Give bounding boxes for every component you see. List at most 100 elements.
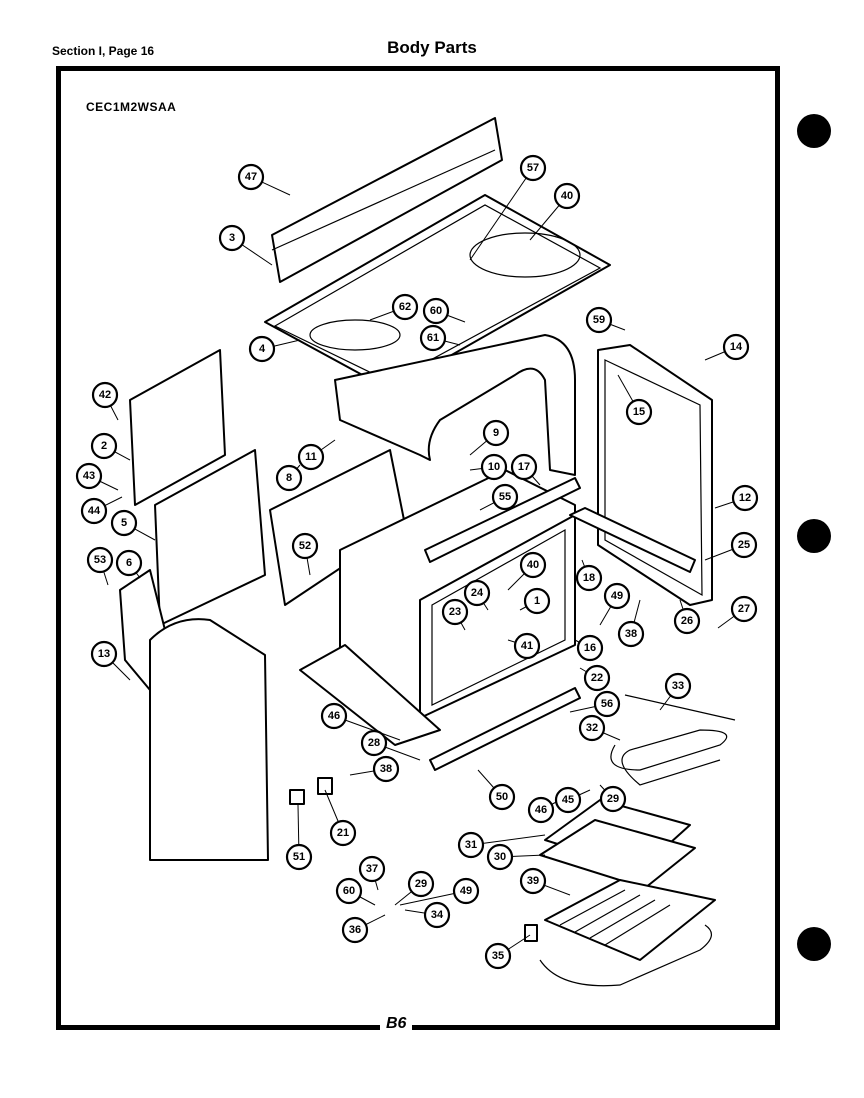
callout-bubble <box>599 785 627 813</box>
part-callout-38: 38 <box>349 755 400 783</box>
callout-bubble <box>488 783 516 811</box>
part-callout-23: 23 <box>441 598 469 631</box>
callout-number: 17 <box>518 461 530 473</box>
callout-bubble <box>603 582 631 610</box>
callout-number: 13 <box>98 648 110 660</box>
part-callout-10: 10 <box>469 453 508 481</box>
callout-bubble <box>110 509 138 537</box>
part-callout-41: 41 <box>507 632 541 660</box>
callout-number: 41 <box>521 640 533 652</box>
callout-number: 49 <box>611 590 623 602</box>
callout-number: 60 <box>430 305 442 317</box>
callout-number: 40 <box>527 559 539 571</box>
callout-bubble <box>372 755 400 783</box>
part-callout-45: 45 <box>554 786 591 814</box>
callout-number: 43 <box>83 470 95 482</box>
callout-bubble <box>86 546 114 574</box>
callout-bubble <box>585 306 613 334</box>
part-callout-49: 49 <box>599 582 631 626</box>
part-callout-30: 30 <box>486 843 546 871</box>
callout-number: 12 <box>739 492 751 504</box>
callout-bubble <box>91 381 119 409</box>
callout-number: 11 <box>305 451 317 463</box>
callout-bubble <box>320 702 348 730</box>
callout-bubble <box>484 942 512 970</box>
oven-rack-part <box>544 879 716 961</box>
callout-number: 29 <box>607 793 619 805</box>
callout-bubble <box>491 483 519 511</box>
callout-number: 57 <box>527 162 539 174</box>
part-callout-24: 24 <box>463 579 491 611</box>
callout-number: 23 <box>449 606 461 618</box>
callout-bubble <box>407 870 435 898</box>
callout-number: 55 <box>499 491 511 503</box>
part-callout-61: 61 <box>419 324 461 352</box>
part-callout-3: 3 <box>218 224 273 266</box>
callout-bubble <box>329 819 357 847</box>
binder-hole-top <box>797 114 831 148</box>
callout-bubble <box>275 464 303 492</box>
callout-number: 53 <box>94 554 106 566</box>
back-panel-part <box>271 117 503 283</box>
callout-bubble <box>457 831 485 859</box>
callout-bubble <box>673 607 701 635</box>
callout-bubble <box>452 877 480 905</box>
part-callout-56: 56 <box>569 690 621 718</box>
callout-bubble <box>482 419 510 447</box>
callout-bubble <box>576 634 604 662</box>
callout-bubble <box>441 598 469 626</box>
callout-bubble <box>285 843 313 871</box>
callout-bubble <box>519 551 547 579</box>
vent-trim-part <box>569 507 696 573</box>
upper-rail-part <box>424 477 581 563</box>
part-callout-43: 43 <box>75 462 119 491</box>
part-callout-57: 57 <box>469 154 547 261</box>
part-callout-29: 29 <box>599 784 627 813</box>
part-callout-18: 18 <box>575 559 603 592</box>
callout-bubble <box>583 664 611 692</box>
callout-number: 6 <box>126 557 132 569</box>
part-callout-9: 9 <box>469 419 510 456</box>
part-callout-33: 33 <box>659 672 692 711</box>
part-callout-27: 27 <box>717 595 758 629</box>
side-panel-part <box>154 449 266 626</box>
model-number: CEC1M2WSAA <box>86 100 177 114</box>
part-callout-60: 60 <box>335 877 376 906</box>
callout-bubble <box>218 224 246 252</box>
callout-bubble <box>731 484 759 512</box>
callout-bubble <box>513 632 541 660</box>
part-callout-31: 31 <box>457 831 546 859</box>
callout-bubble <box>75 462 103 490</box>
callout-number: 50 <box>496 791 508 803</box>
broiler-pan-part <box>539 819 696 889</box>
callout-bubble <box>391 293 419 321</box>
callout-number: 9 <box>493 427 499 439</box>
part-callout-52: 52 <box>291 532 319 576</box>
callout-bubble <box>291 532 319 560</box>
callout-bubble <box>730 531 758 559</box>
callout-number: 10 <box>488 461 500 473</box>
callout-number: 5 <box>121 517 127 529</box>
oven-wrap-part <box>334 334 576 476</box>
callout-number: 21 <box>337 827 349 839</box>
callout-number: 46 <box>535 804 547 816</box>
part-callout-55: 55 <box>479 483 519 511</box>
callout-bubble <box>480 453 508 481</box>
part-callout-28: 28 <box>360 729 421 761</box>
callout-number: 14 <box>730 341 743 353</box>
page-number: B6 <box>380 1015 413 1033</box>
callout-number: 36 <box>349 924 361 936</box>
part-callout-4: 4 <box>248 335 301 363</box>
part-callout-51: 51 <box>285 804 313 871</box>
part-callout-60: 60 <box>422 297 466 325</box>
callout-number: 39 <box>527 875 539 887</box>
callout-bubble <box>625 398 653 426</box>
part-callout-46: 46 <box>320 702 401 741</box>
callout-bubble <box>593 690 621 718</box>
part-callout-35: 35 <box>484 934 531 970</box>
callout-number: 61 <box>427 332 439 344</box>
part-callout-39: 39 <box>519 867 571 896</box>
part-callout-47: 47 <box>237 163 291 196</box>
callout-bubble <box>419 324 447 352</box>
